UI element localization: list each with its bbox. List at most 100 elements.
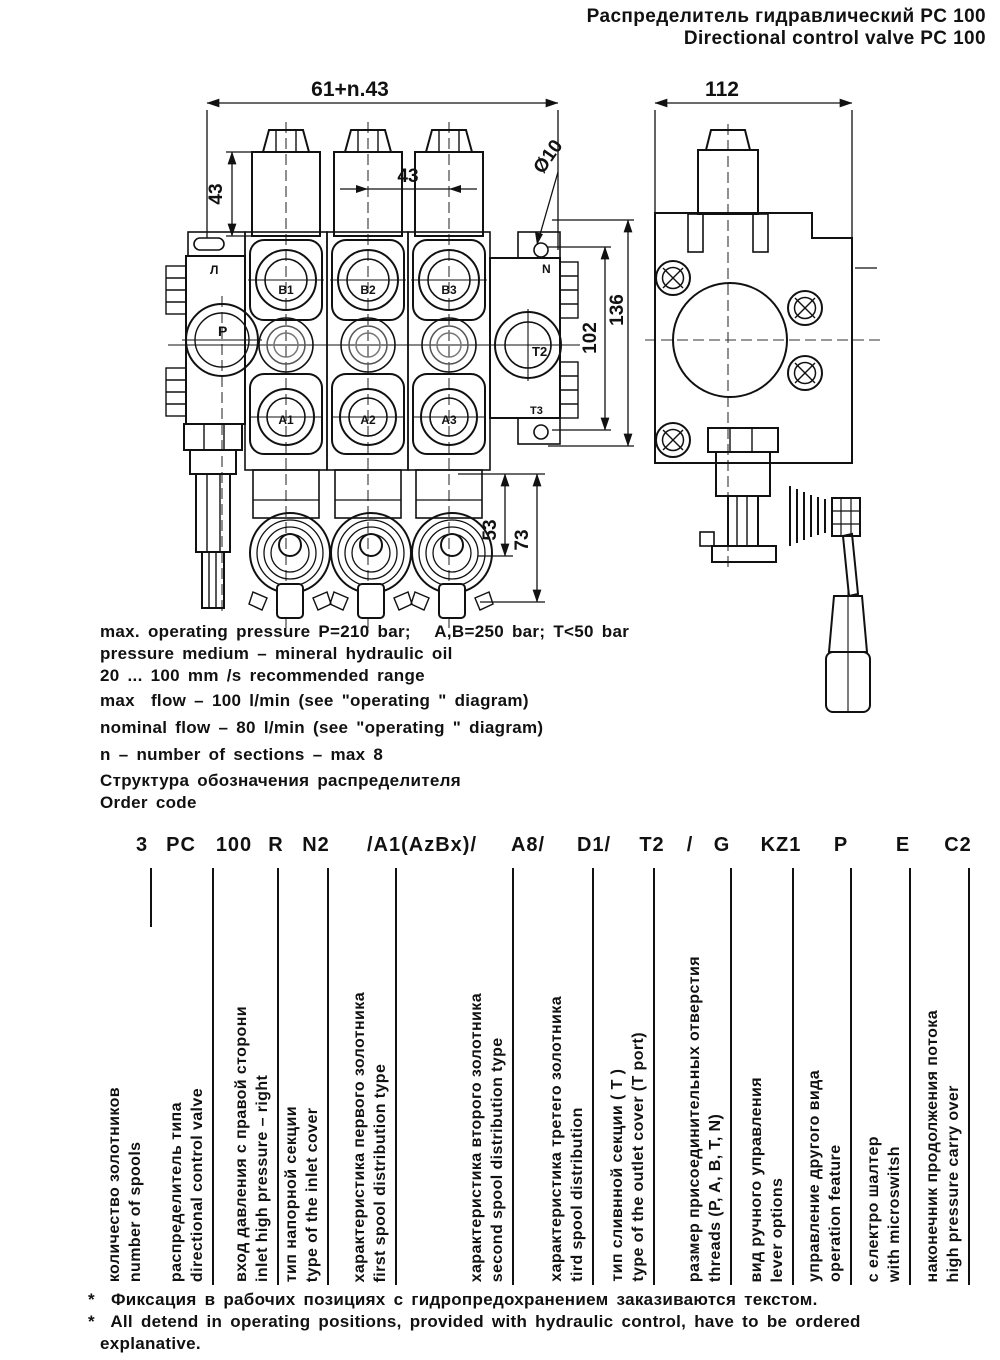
column-label-microswitch: с електро шалтер with microswitsh [863, 1136, 905, 1282]
title-russian: Распределитель гидравлический PC 100 [586, 6, 986, 27]
footnote-en: * All detend in operating positions, pro… [88, 1312, 861, 1331]
column-label-second-spool: характеристика второго золотника second … [466, 993, 508, 1282]
code-token-d1: D1/ [576, 834, 612, 856]
port-label-n: N [542, 262, 551, 276]
code-token-r: R [268, 834, 284, 856]
column-label-ru: характеристика второго золотника [468, 992, 485, 1282]
code-leader-line [909, 868, 911, 1285]
column-label-outlet-cover: тип сливнной секции ( Т ) type of the ou… [607, 1032, 649, 1282]
front-view [165, 122, 580, 628]
column-label-en: operation feature [827, 1144, 844, 1283]
column-label-ru: размер присоединительных отверстия [686, 955, 703, 1282]
column-label-ru: управление другого вида [806, 1070, 823, 1282]
code-leader-line [327, 868, 329, 1285]
footnote-en2: explanative. [100, 1334, 201, 1353]
bottom-coils [248, 469, 494, 619]
code-leader-line [212, 868, 214, 1285]
column-label-ru: вход давления с правой сторони [233, 1005, 250, 1282]
code-leader-line [653, 868, 655, 1285]
port-label-a1: A1 [278, 413, 294, 427]
column-label-inlet-side: вход давления с правой сторони inlet hig… [231, 1006, 273, 1282]
code-token-kz1: KZ1 [760, 834, 802, 856]
port-label-p: P [218, 323, 227, 339]
title-english: Directional control valve PC 100 [683, 28, 986, 49]
valve-technical-drawing: 61+n.43 43 43 Ø10 102 136 53 73 112 Л B1… [165, 78, 882, 713]
port-circles [182, 239, 566, 455]
spec-sections: n – number of sections – max 8 [100, 745, 384, 764]
order-code-heading-ru: Структура обозначения распределителя [100, 771, 461, 790]
column-label-number-of-spools: количество золотников number of spools [104, 1087, 146, 1282]
column-label-en: number of spools [127, 1141, 144, 1282]
order-code-heading-en: Order code [100, 793, 197, 812]
dim-136: 136 [607, 294, 628, 326]
code-token-p: P [833, 834, 849, 856]
code-leader-line [150, 868, 152, 927]
top-coils [251, 129, 484, 237]
spec-max-pressure: max. operating pressure P=210 bar; A,B=2… [100, 622, 630, 641]
column-label-ru: тип напорной секции [283, 1105, 300, 1282]
column-label-valve-type: распределитель типа directional control … [166, 1088, 208, 1282]
flange-bolts [655, 260, 823, 458]
code-token-a8: A8/ [510, 834, 546, 856]
column-label-lever-options: вид ручного управления lever options [746, 1077, 788, 1282]
spec-medium: pressure medium – mineral hydraulic oil [100, 644, 453, 663]
dim-coil-height: 43 [206, 183, 227, 204]
port-label-t2: T2 [532, 344, 547, 359]
code-leader-line [277, 868, 279, 1285]
code-token-e: E [895, 834, 911, 856]
dimensions [206, 98, 853, 603]
column-label-ru: наконечник продолжения потока [924, 1009, 941, 1283]
dim-53: 53 [480, 519, 501, 540]
column-label-en: with microswitsh [886, 1145, 903, 1282]
column-label-en: type of the outlet cover (T port) [630, 1032, 647, 1282]
port-label-l: Л [210, 263, 218, 277]
column-label-ru: с електро шалтер [865, 1135, 882, 1282]
side-view [645, 124, 882, 713]
column-label-en: tird spool distribution [569, 1107, 586, 1282]
column-label-ru: распределитель типа [168, 1102, 185, 1282]
column-label-en: inlet high pressure – right [254, 1074, 271, 1282]
port-label-t3: T3 [530, 405, 543, 417]
column-label-ru: тип сливнной секции ( Т ) [609, 1069, 626, 1282]
spec-max-flow: max flow – 100 l/min (see "operating " d… [100, 691, 529, 710]
footnote-ru: * Фиксация в рабочих позициях с гидропре… [88, 1290, 818, 1309]
column-label-en: type of the inlet cover [304, 1107, 321, 1282]
column-label-first-spool: характеристика первого золотника first s… [349, 992, 391, 1282]
dim-112: 112 [705, 78, 739, 101]
code-token-t2: T2 [639, 834, 665, 856]
code-token-sections: 3 [135, 834, 149, 856]
port-label-a2: A2 [360, 413, 376, 427]
column-label-en: threads (P, A, B, T, N) [707, 1113, 724, 1282]
dim-overall-width: 61+n.43 [311, 78, 389, 101]
code-leader-line [512, 868, 514, 1285]
port-label-b2: B2 [360, 283, 376, 297]
column-label-en: directional control valve [189, 1087, 206, 1282]
port-label-b3: B3 [441, 283, 457, 297]
spec-nominal-flow: nominal flow – 80 l/min (see "operating … [100, 718, 544, 737]
column-label-third-spool: характеристика третего золотника tird sp… [546, 996, 588, 1282]
column-label-en: first spool distribution type [372, 1063, 389, 1282]
dim-73: 73 [512, 529, 533, 550]
spec-viscosity: 20 ... 100 mm /s recommended range [100, 666, 425, 685]
column-label-threads: размер присоединительных отверстия threa… [684, 956, 726, 1282]
lever-assembly [789, 486, 871, 713]
code-token-slash: / [686, 834, 694, 856]
page-title: Распределитель гидравлический PC 100 Dir… [587, 6, 986, 50]
side-adjuster [699, 427, 779, 563]
code-token-g: G [713, 834, 731, 856]
column-label-ru: характеристика первого золотника [351, 991, 368, 1282]
column-label-inlet-cover: тип напорной секции type of the inlet co… [281, 1106, 323, 1282]
code-token-c2: C2 [944, 834, 972, 856]
column-label-ru: характеристика третего золотника [548, 996, 565, 1282]
code-token-n2: N2 [302, 834, 330, 856]
code-token-100: 100 [215, 834, 253, 856]
code-leader-line [850, 868, 852, 1285]
code-leader-line [792, 868, 794, 1285]
column-label-en: high pressure carry over [945, 1084, 962, 1282]
code-token-pc: PC [166, 834, 196, 856]
dim-102: 102 [580, 322, 601, 354]
code-token-a1azbx: /A1(AzBx)/ [366, 834, 478, 856]
dim-section-pitch: 43 [397, 166, 418, 187]
code-leader-line [592, 868, 594, 1285]
dim-hole-dia: Ø10 [530, 136, 568, 177]
